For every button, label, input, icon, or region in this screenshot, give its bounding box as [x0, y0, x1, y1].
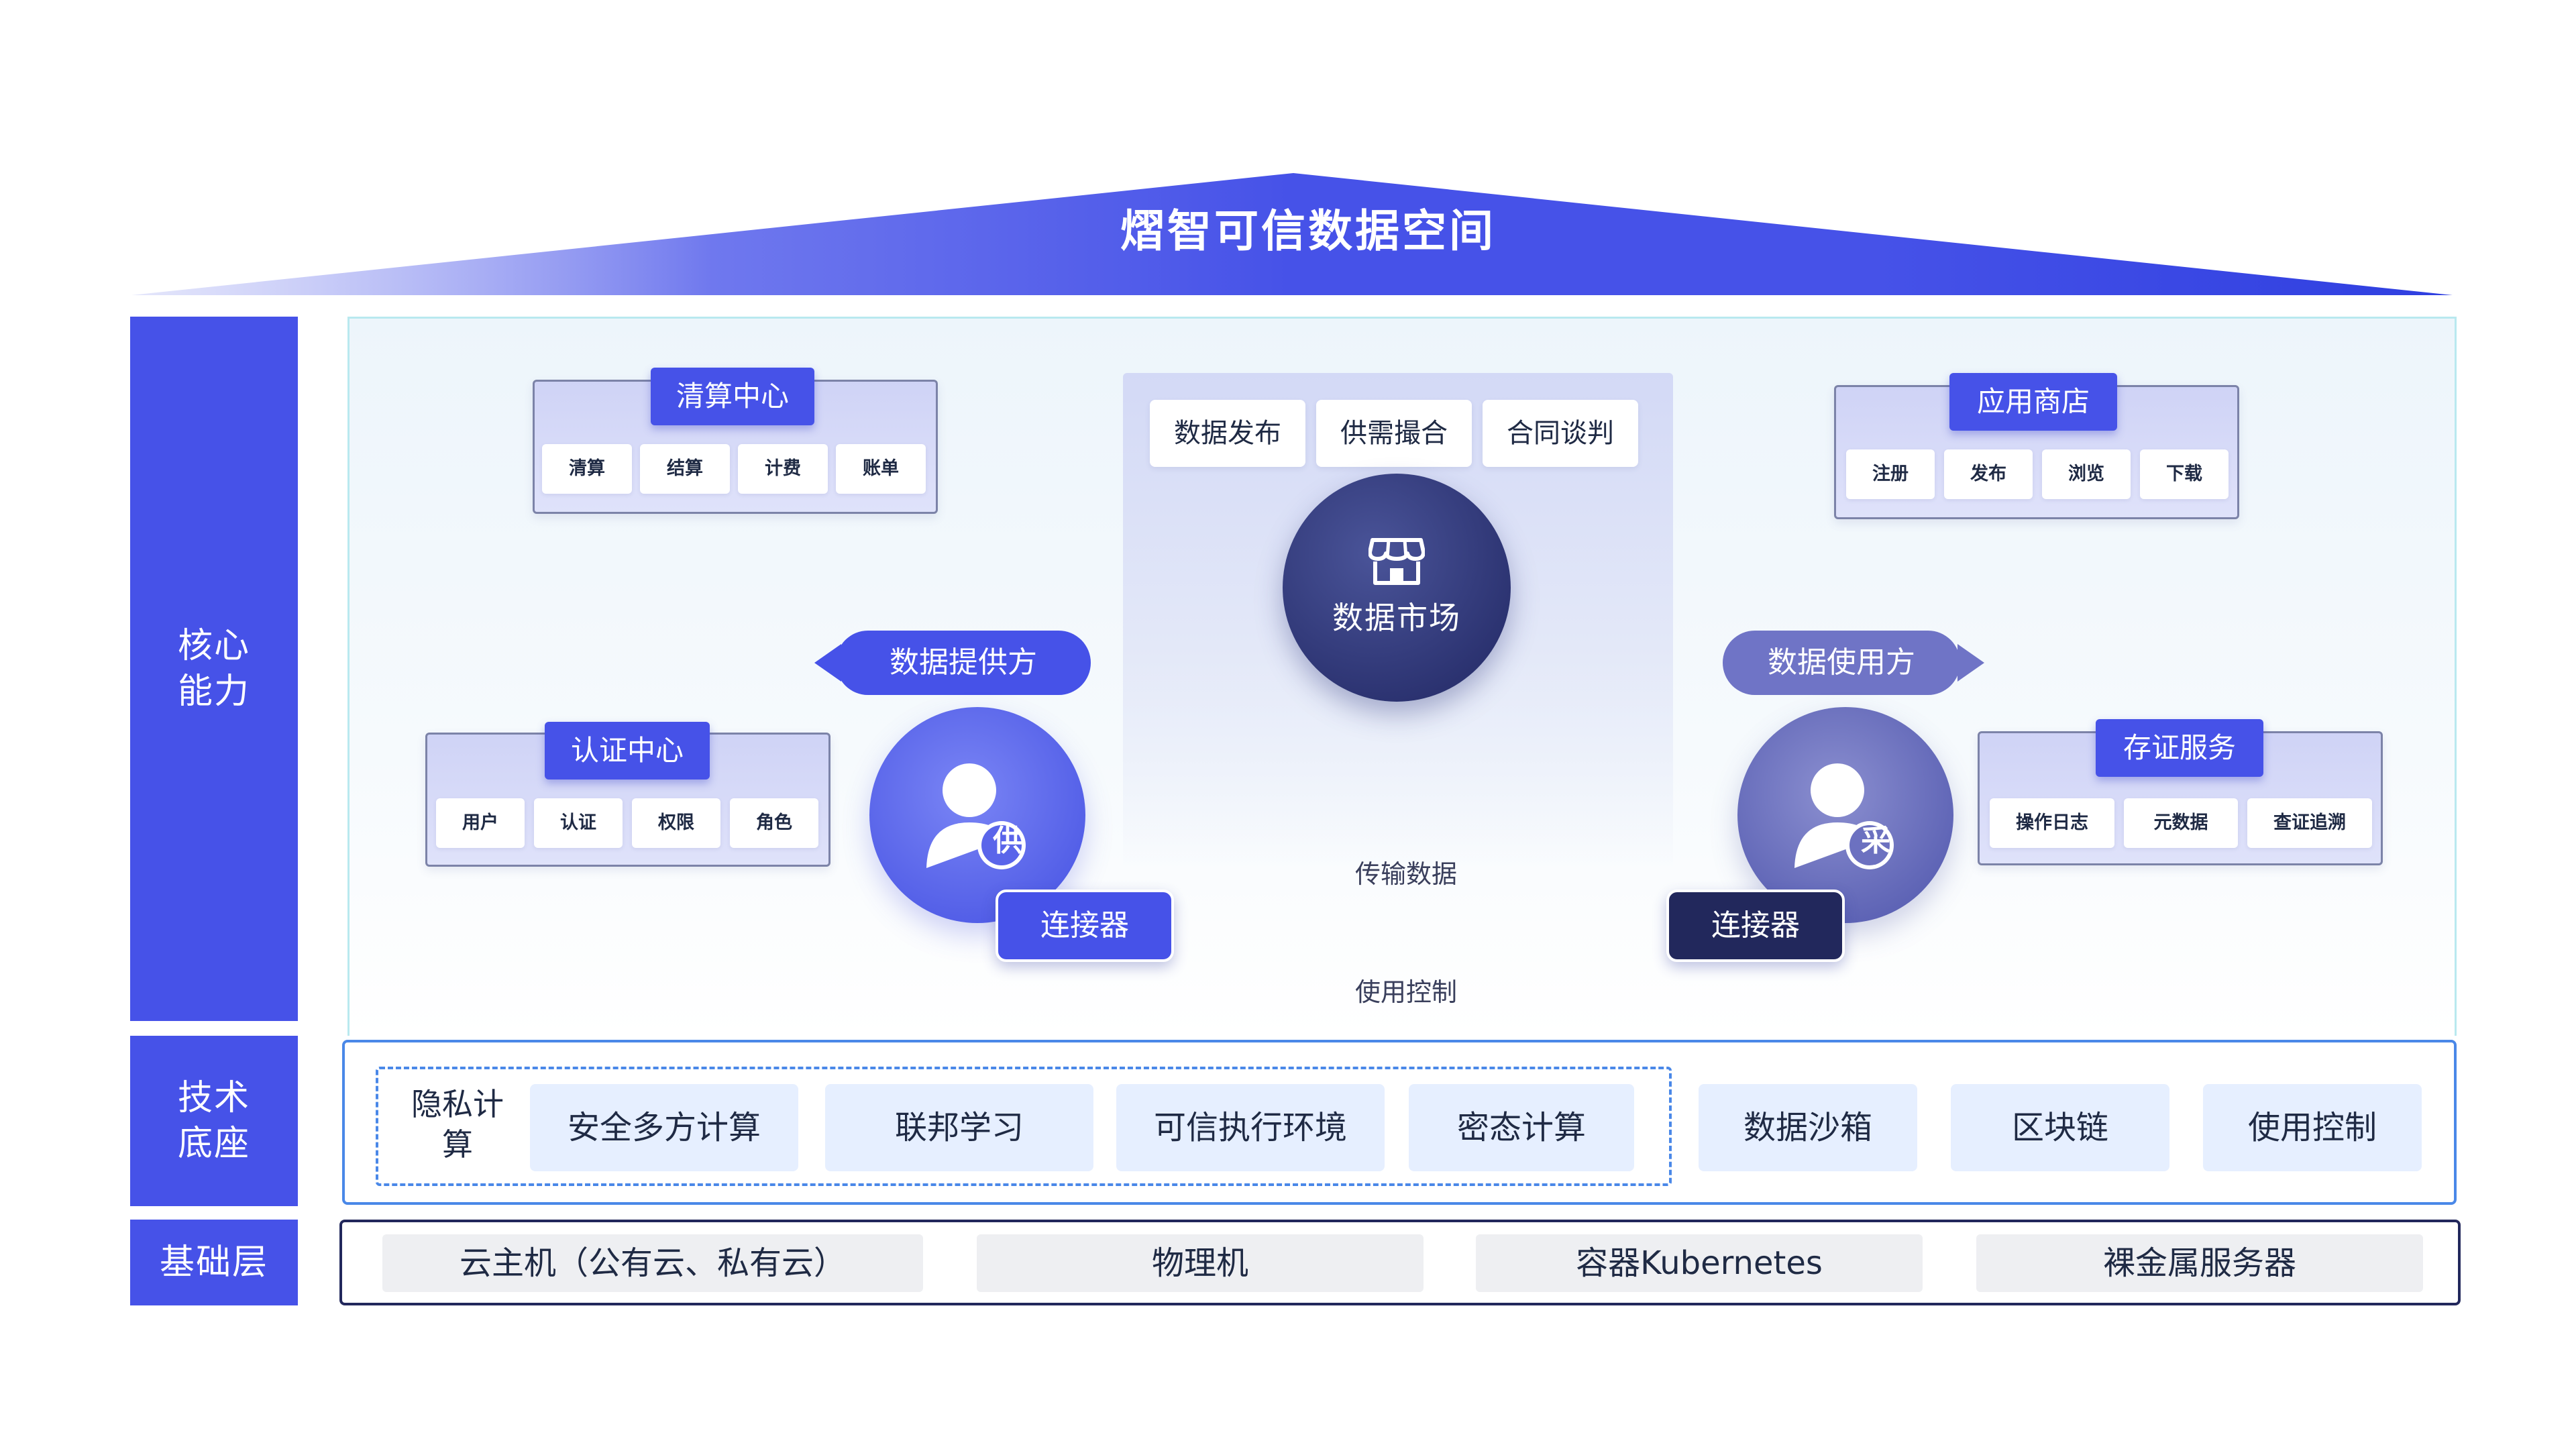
clearing-chip: 计费 [738, 444, 828, 494]
user-tag-pointer [1957, 644, 1984, 682]
store-icon [1368, 538, 1425, 585]
tech-chip-encrypted: 密态计算 [1409, 1084, 1634, 1171]
tech-chip-mpc: 安全多方计算 [530, 1084, 798, 1171]
base-chip-bare-metal: 裸金属服务器 [1976, 1234, 2423, 1292]
evidence-chip: 元数据 [2124, 798, 2238, 848]
privacy-computing-label: 隐私计算 [411, 1086, 504, 1163]
privacy-computing-group [376, 1067, 1672, 1186]
provider-tag-pointer [814, 644, 841, 682]
clearing-chip: 结算 [640, 444, 730, 494]
auth-center-title: 认证中心 [545, 722, 710, 780]
evidence-chip: 操作日志 [1990, 798, 2114, 848]
data-market-label: 数据市场 [1332, 600, 1461, 636]
flow-label-transfer: 传输数据 [1354, 859, 1457, 889]
app-store-chip: 发布 [1944, 449, 2033, 499]
layer-label-tech: 技术底座 [130, 1036, 298, 1206]
clearing-chip: 账单 [836, 444, 926, 494]
user-circle: 采 [1737, 707, 1953, 923]
auth-chip: 认证 [534, 798, 623, 848]
layer-label-tech-text: 技术底座 [177, 1078, 250, 1164]
provider-user-icon [926, 763, 1026, 869]
base-chip-cloud-host: 云主机（公有云、私有云） [382, 1234, 923, 1292]
auth-chip: 用户 [436, 798, 525, 848]
user-badge: 采 [1861, 824, 1890, 858]
tech-chip-federated: 联邦学习 [825, 1084, 1093, 1171]
base-chip-kubernetes: 容器Kubernetes [1476, 1234, 1923, 1292]
evidence-chip: 查证追溯 [2247, 798, 2372, 848]
tech-chip-tee: 可信执行环境 [1116, 1084, 1385, 1171]
evidence-service-title: 存证服务 [2096, 719, 2263, 777]
layer-label-core: 核心能力 [130, 317, 298, 1021]
tech-chip-usage-control: 使用控制 [2203, 1084, 2422, 1171]
market-chip-matching: 供需撮合 [1316, 400, 1472, 467]
provider-connector: 连接器 [996, 890, 1174, 962]
auth-chip: 权限 [632, 798, 720, 848]
tech-chip-sandbox: 数据沙箱 [1699, 1084, 1917, 1171]
data-provider-tag: 数据提供方 [836, 631, 1091, 695]
layer-label-base: 基础层 [130, 1220, 298, 1305]
roof-title: 熠智可信数据空间 [1120, 205, 1496, 257]
base-chip-physical: 物理机 [977, 1234, 1424, 1292]
tech-chip-blockchain: 区块链 [1951, 1084, 2169, 1171]
data-user-tag: 数据使用方 [1723, 631, 1960, 695]
auth-chip: 角色 [730, 798, 818, 848]
roof-triangle [131, 173, 2453, 295]
consumer-user-icon [1794, 763, 1894, 869]
market-chip-negotiation: 合同谈判 [1483, 400, 1638, 467]
provider-badge: 供 [993, 824, 1022, 858]
app-store-chip: 浏览 [2042, 449, 2131, 499]
app-store-title: 应用商店 [1949, 373, 2117, 431]
flow-label-usage-control: 使用控制 [1354, 977, 1457, 1007]
provider-circle: 供 [869, 707, 1085, 923]
data-market-circle: 数据市场 [1283, 474, 1511, 702]
user-connector: 连接器 [1666, 890, 1845, 962]
app-store-chip: 注册 [1846, 449, 1935, 499]
layer-label-core-text: 核心能力 [177, 626, 250, 712]
clearing-center-title: 清算中心 [651, 368, 814, 425]
clearing-chip: 清算 [542, 444, 632, 494]
market-chip-publish: 数据发布 [1150, 400, 1305, 467]
app-store-chip: 下载 [2140, 449, 2229, 499]
layer-label-base-text: 基础层 [159, 1242, 268, 1283]
